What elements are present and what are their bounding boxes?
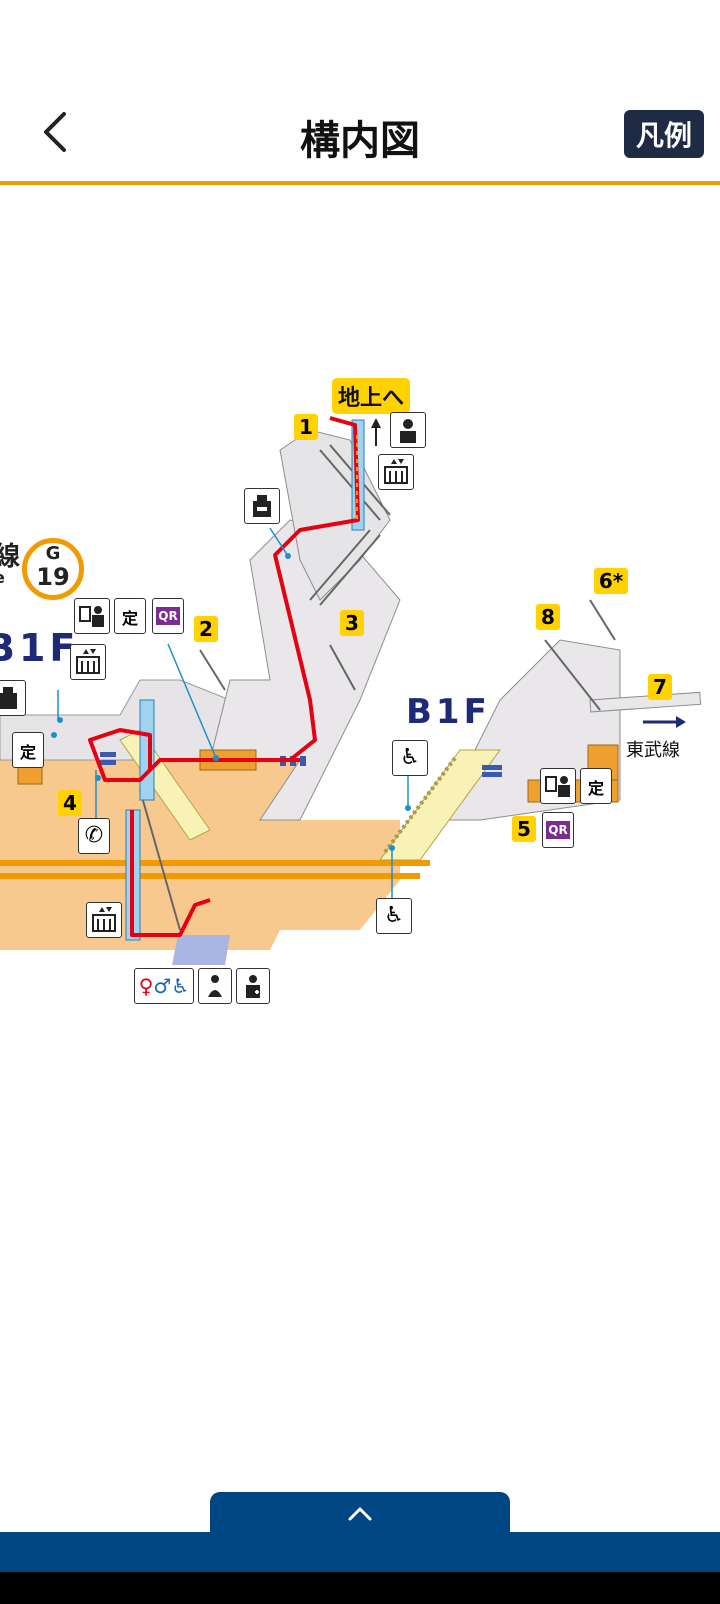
first-aid-icon[interactable] xyxy=(236,968,270,1004)
header-divider xyxy=(0,181,720,185)
commuter-pass-icon[interactable]: 定 xyxy=(114,598,146,634)
chevron-left-icon xyxy=(44,112,66,152)
station-staff-icon[interactable] xyxy=(390,412,426,448)
exit-badge-2[interactable]: 2 xyxy=(194,616,218,642)
elevator-icon-bottom[interactable] xyxy=(86,902,122,938)
wheelchair-lift-icon-bottom[interactable]: ♿ xyxy=(376,898,412,934)
floor-label-left: B1F xyxy=(0,626,80,670)
commuter-pass-icon-right[interactable]: 定 xyxy=(580,768,612,804)
exit-badge-8[interactable]: 8 xyxy=(536,604,560,630)
station-map[interactable]: 地上へ 1 2 3 4 5 6* 7 8 B1F B1F 線 e G 19 東武… xyxy=(0,186,720,1486)
qr-ticket-icon[interactable]: QR xyxy=(152,598,184,634)
exit-badge-3[interactable]: 3 xyxy=(340,610,364,636)
bottom-bar xyxy=(0,1532,720,1572)
coin-locker-icon-left[interactable] xyxy=(0,680,26,716)
legend-button[interactable]: 凡例 xyxy=(624,110,704,158)
page-title: 構内図 xyxy=(300,118,420,164)
line-name-fragment: 線 e xyxy=(0,542,21,586)
station-number-badge: G 19 xyxy=(22,538,84,600)
restroom-icon[interactable]: ♀♂♿ xyxy=(134,968,194,1004)
tobu-line-label: 東武線 xyxy=(626,736,680,762)
elevator-icon-mid[interactable] xyxy=(70,644,106,680)
ticket-machine-icon[interactable] xyxy=(74,598,110,634)
qr-ticket-icon-right[interactable]: QR xyxy=(542,812,574,848)
elevator-icon-top[interactable] xyxy=(378,454,414,490)
to-ground-label: 地上へ xyxy=(332,378,411,414)
wheelchair-lift-icon-top[interactable]: ♿ xyxy=(392,740,428,776)
commuter-pass-icon-left[interactable]: 定 xyxy=(12,732,44,768)
back-button[interactable] xyxy=(30,104,80,160)
exit-badge-5[interactable]: 5 xyxy=(512,816,536,842)
exit-badge-4[interactable]: 4 xyxy=(58,790,82,816)
exit-badge-7[interactable]: 7 xyxy=(648,674,672,700)
exit-badge-6[interactable]: 6* xyxy=(594,568,628,594)
coin-locker-icon[interactable] xyxy=(244,488,280,524)
floor-label-right: B1F xyxy=(406,692,491,732)
chevron-up-icon xyxy=(348,1507,372,1521)
exit-badge-1[interactable]: 1 xyxy=(294,414,318,440)
app-header: 構内図 凡例 xyxy=(0,0,720,184)
drawer-toggle-button[interactable] xyxy=(210,1492,510,1536)
system-navigation-bar xyxy=(0,1572,720,1604)
baby-room-icon[interactable] xyxy=(198,968,232,1004)
telephone-icon[interactable]: ✆ xyxy=(78,818,110,854)
ticket-machine-icon-right[interactable] xyxy=(540,768,576,804)
